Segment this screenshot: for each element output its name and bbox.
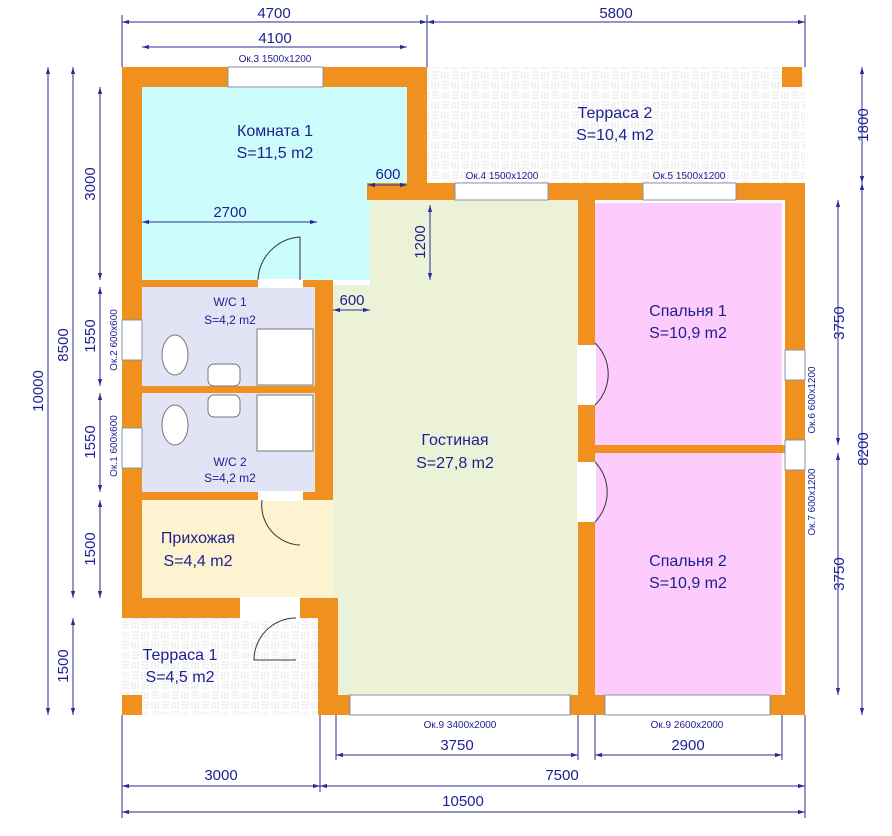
dim-right-3750a: 3750 (831, 306, 848, 339)
window-9a-label: Ок.9 3400x2000 (424, 720, 497, 731)
hall-name: Прихожая (161, 530, 235, 547)
windows (121, 66, 806, 716)
dim-bottom-total: 10500 (442, 793, 484, 810)
dim-top-inner: 4100 (258, 30, 291, 47)
dim-left-1500: 1500 (82, 532, 99, 565)
window-2-label: Ок.2 600x600 (109, 309, 120, 371)
shower-icon (256, 328, 314, 386)
toilet-icon (161, 404, 189, 446)
dim-bottom-3750: 3750 (440, 737, 473, 754)
dim-left-8500: 8500 (55, 328, 72, 361)
wc-2-name: W/C 2 (213, 455, 247, 469)
wc-1-area-label: S=4,2 m2 (204, 313, 256, 327)
bedroom-2-area-label: S=10,9 m2 (649, 575, 727, 592)
shower-icon (256, 394, 314, 452)
wc-1-name: W/C 1 (213, 295, 247, 309)
bedroom-2-name: Спальня 2 (649, 553, 727, 570)
window-7-label: Ок.7 600x1200 (807, 468, 818, 536)
terrace-1-area (122, 618, 320, 715)
window-1-label: Ок.1 600x600 (109, 415, 120, 477)
terrace-1-name: Терраса 1 (143, 647, 218, 664)
doors (240, 236, 609, 661)
dim-left-1550b: 1550 (82, 425, 99, 458)
hall-area-label: S=4,4 m2 (164, 553, 233, 570)
toilet-icon (161, 334, 189, 376)
dim-left-1550a: 1550 (82, 319, 99, 352)
dim-bottom-2900: 2900 (671, 737, 704, 754)
dim-inner-600a: 600 (375, 166, 400, 183)
bedroom-1-area (595, 203, 782, 445)
sink-icon (207, 394, 241, 418)
dim-bottom-7500: 7500 (545, 767, 578, 784)
dimension-lines (45, 15, 865, 818)
bedroom-1-area-label: S=10,9 m2 (649, 325, 727, 342)
room-1-area-label: S=11,5 m2 (237, 145, 314, 162)
hall-area (142, 500, 333, 598)
window-4-label: Ок.4 1500x1200 (466, 171, 539, 182)
dim-inner-2700: 2700 (213, 204, 246, 221)
dim-top-right: 5800 (599, 5, 632, 22)
bedroom-2-area (595, 453, 782, 695)
sink-icon (207, 363, 241, 387)
window-3-label: Ок.3 1500x1200 (239, 54, 312, 65)
terrace-2-area-label: S=10,4 m2 (576, 127, 654, 144)
terrace-2-area (427, 67, 805, 183)
window-6-label: Ок.6 600x1200 (807, 366, 818, 434)
living-room-area-lower (333, 285, 578, 695)
dim-right-3750b: 3750 (831, 557, 848, 590)
window-5-label: Ок.5 1500x1200 (653, 171, 726, 182)
dim-inner-600b: 600 (339, 292, 364, 309)
dim-left-3000: 3000 (82, 167, 99, 200)
room-1-nook (142, 200, 370, 280)
dim-right-8200: 8200 (855, 432, 872, 465)
room-1-name: Комната 1 (237, 123, 313, 140)
dim-inner-1200: 1200 (412, 225, 429, 258)
dim-top-left: 4700 (257, 5, 290, 22)
living-room-name: Гостиная (421, 432, 488, 449)
wc-2-area-label: S=4,2 m2 (204, 471, 256, 485)
bedroom-1-name: Спальня 1 (649, 303, 727, 320)
terrace-1-area-label: S=4,5 m2 (146, 669, 215, 686)
dim-left-terrace: 1500 (55, 649, 72, 682)
dim-bottom-3000: 3000 (204, 767, 237, 784)
terrace-2-name: Терраса 2 (578, 105, 653, 122)
dim-left-total: 10000 (30, 370, 47, 412)
living-room-area-label: S=27,8 m2 (416, 455, 494, 472)
window-9b-label: Ок.9 2600x2000 (651, 720, 724, 731)
sanitary-fixtures (161, 328, 314, 452)
dim-right-1800: 1800 (855, 108, 872, 141)
